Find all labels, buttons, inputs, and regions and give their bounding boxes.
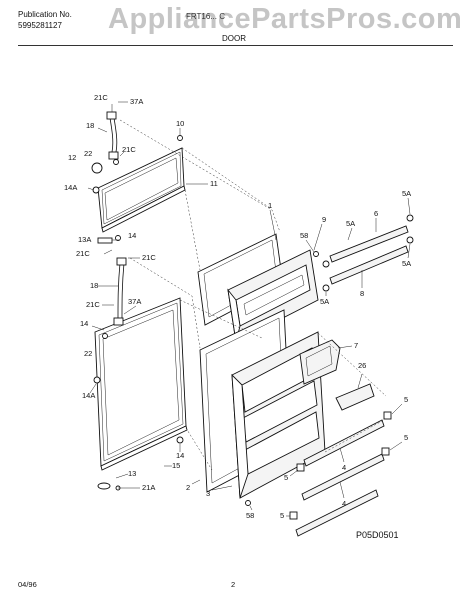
- callout-5a-a: 5A: [346, 219, 355, 228]
- callout-1: 1: [268, 201, 272, 210]
- end-cap-part-5a-d[interactable]: [322, 284, 330, 292]
- rail-part-4-upper[interactable]: [303, 419, 385, 467]
- screw-part-22-upper[interactable]: [113, 159, 119, 165]
- callout-2: 2: [186, 483, 190, 492]
- callout-12: 12: [68, 153, 76, 162]
- callout-22-b: 22: [84, 349, 92, 358]
- callout-7: 7: [354, 341, 358, 350]
- callout-4-a: 4: [342, 463, 346, 472]
- screw-part-10[interactable]: [177, 135, 183, 141]
- header-rule: [18, 45, 453, 46]
- screw-part-58-lower[interactable]: [245, 500, 251, 506]
- callout-37a-a: 37A: [130, 97, 143, 106]
- hinge-cable-part-18-lower[interactable]: [113, 257, 127, 326]
- callout-5a-c: 5A: [402, 259, 411, 268]
- page-number: 2: [231, 580, 236, 589]
- rail-part-6[interactable]: [329, 225, 409, 263]
- callout-14-c: 14: [176, 451, 184, 460]
- end-cap-part-5a-c[interactable]: [322, 260, 330, 268]
- callout-13a: 13A: [78, 235, 91, 244]
- callout-13: 13: [128, 469, 136, 478]
- callout-37a-b: 37A: [128, 297, 141, 306]
- callout-26: 26: [358, 361, 366, 370]
- callout-6: 6: [374, 209, 378, 218]
- hinge-part-13[interactable]: [97, 482, 121, 491]
- publication-number: 5995281127: [18, 21, 62, 30]
- callout-22-a: 22: [84, 149, 92, 158]
- rail-part-4-lower-b[interactable]: [295, 489, 379, 537]
- footer-date: 04/96: [18, 580, 37, 589]
- callout-5-b: 5: [404, 433, 408, 442]
- callout-11: 11: [210, 179, 218, 188]
- callout-3: 3: [206, 489, 210, 498]
- rail-part-4-lower-a[interactable]: [301, 453, 385, 501]
- screw-part-22-lower[interactable]: [102, 333, 108, 339]
- end-cap-part-5-b[interactable]: [381, 447, 390, 456]
- callout-18-b: 18: [90, 281, 98, 290]
- end-cap-part-5-c[interactable]: [296, 463, 305, 472]
- freezer-door-liner-part-9[interactable]: [227, 249, 319, 343]
- callout-14-b: 14: [80, 319, 88, 328]
- fresh-food-door-liner-part-3[interactable]: [231, 331, 326, 499]
- callout-58-b: 58: [246, 511, 254, 520]
- diagram-reference-code: P05D0501: [356, 530, 399, 540]
- callout-58-a: 58: [300, 231, 308, 240]
- callout-21c-b: 21C: [122, 145, 136, 154]
- button-part-12[interactable]: [91, 162, 103, 174]
- callout-21c-c: 21C: [76, 249, 90, 258]
- end-cap-part-5-d[interactable]: [289, 511, 298, 520]
- callout-5a-d: 5A: [320, 297, 329, 306]
- callout-14a-b: 14A: [82, 391, 95, 400]
- freezer-door-gasket-part-11[interactable]: [97, 147, 186, 233]
- callout-21c-e: 21C: [86, 300, 100, 309]
- screw-part-58-upper[interactable]: [313, 251, 319, 257]
- plug-part-14a-upper[interactable]: [92, 186, 100, 194]
- publication-label: Publication No.: [18, 10, 72, 19]
- callout-15: 15: [172, 461, 180, 470]
- callout-9: 9: [322, 215, 326, 224]
- callout-21c-a: 21C: [94, 93, 108, 102]
- callout-14-a: 14: [128, 231, 136, 240]
- end-cap-part-5a-a[interactable]: [406, 214, 414, 222]
- callout-10: 10: [176, 119, 184, 128]
- end-cap-part-5a-b[interactable]: [406, 236, 414, 244]
- callout-4-b: 4: [342, 499, 346, 508]
- bin-part-26[interactable]: [335, 383, 375, 411]
- model-number: FRT16... C: [186, 12, 225, 21]
- plug-part-14-lower[interactable]: [176, 436, 184, 444]
- leader-lines: [87, 101, 411, 517]
- hinge-part-13a[interactable]: [97, 237, 113, 244]
- plug-part-14a-lower[interactable]: [93, 376, 101, 384]
- callout-18-a: 18: [86, 121, 94, 130]
- callout-21c-d: 21C: [142, 253, 156, 262]
- callout-8: 8: [360, 289, 364, 298]
- section-title: DOOR: [222, 34, 246, 43]
- callout-14a-a: 14A: [64, 183, 77, 192]
- fresh-food-door-gasket-part-15[interactable]: [94, 297, 188, 471]
- shelf-part-7[interactable]: [299, 339, 341, 385]
- end-cap-part-5-a[interactable]: [383, 411, 392, 420]
- rail-part-8[interactable]: [329, 245, 409, 285]
- assembly-lines: [119, 119, 387, 471]
- callout-5-c: 5: [284, 473, 288, 482]
- callout-5-a: 5: [404, 395, 408, 404]
- callout-5-d: 5: [280, 511, 284, 520]
- callout-21a: 21A: [142, 483, 155, 492]
- hinge-cable-part-18-upper[interactable]: [106, 111, 119, 160]
- callout-labels: 21C 37A 18 10 12 22 21C 14A 11 14 13A 21…: [64, 93, 411, 520]
- plug-part-14-upper[interactable]: [115, 235, 121, 241]
- callout-5a-b: 5A: [402, 189, 411, 198]
